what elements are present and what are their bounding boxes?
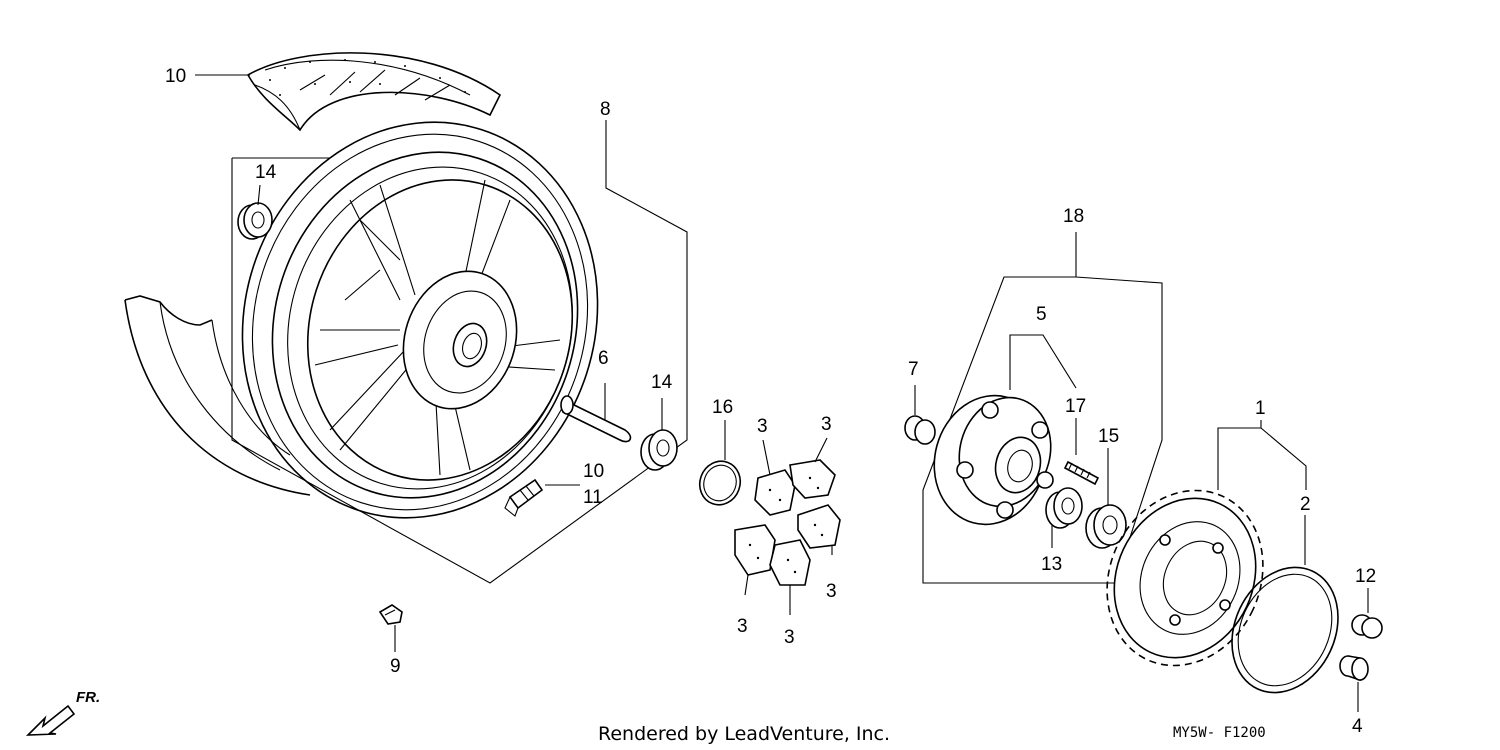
collar-7[interactable]	[904, 385, 936, 445]
bearing-13[interactable]	[1045, 487, 1083, 548]
callout-3-d[interactable]: 3	[737, 616, 748, 637]
callout-4[interactable]: 4	[1352, 716, 1363, 737]
chain-ring-2[interactable]	[1212, 515, 1358, 710]
callout-6[interactable]: 6	[598, 348, 609, 369]
bearing-14-left[interactable]	[237, 202, 273, 240]
leader-lines	[195, 74, 663, 430]
bracket-18	[922, 232, 1163, 584]
nut-12[interactable]	[1351, 588, 1383, 639]
collar-4[interactable]	[1339, 655, 1369, 712]
callout-14-left[interactable]: 14	[255, 162, 277, 183]
tire[interactable]	[246, 52, 502, 132]
callout-15[interactable]: 15	[1098, 426, 1119, 447]
bracket-8	[231, 120, 688, 584]
callout-9[interactable]: 9	[390, 656, 401, 677]
callout-5[interactable]: 5	[1036, 304, 1047, 325]
callout-1[interactable]: 1	[1255, 398, 1266, 419]
callout-16[interactable]: 16	[712, 397, 733, 418]
callout-2[interactable]: 2	[1300, 494, 1311, 515]
callout-7[interactable]: 7	[908, 359, 919, 380]
oil-seal-15[interactable]	[1085, 448, 1127, 549]
callout-3-b[interactable]: 3	[821, 414, 832, 435]
callout-8[interactable]: 8	[600, 99, 611, 120]
fr-label: FR.	[76, 689, 100, 706]
final-driven-flange[interactable]	[920, 383, 1063, 537]
callout-11[interactable]: 11	[583, 487, 603, 508]
callout-3-a[interactable]: 3	[757, 416, 768, 437]
diagram-code: MY5W- F1200	[1173, 725, 1266, 741]
air-valve[interactable]	[504, 478, 580, 517]
bearing-14-right[interactable]	[640, 429, 678, 471]
callout-18[interactable]: 18	[1063, 206, 1084, 227]
front-direction-arrow: FR.	[25, 689, 100, 736]
distance-collar-6[interactable]	[560, 383, 632, 443]
callout-12[interactable]: 12	[1355, 566, 1376, 587]
callout-10-valve[interactable]: 10	[583, 461, 604, 482]
callout-13[interactable]: 13	[1041, 554, 1062, 575]
callouts: 10 8 14 6 14 10 11 9 16 3 3 3 3 3 18 5 7…	[165, 66, 1376, 737]
callout-14-right[interactable]: 14	[651, 372, 673, 393]
bracket-1	[1217, 420, 1307, 490]
clip-9[interactable]	[378, 604, 403, 652]
bracket-5	[1009, 334, 1077, 390]
callout-3-e[interactable]: 3	[784, 627, 795, 648]
driven-sprocket[interactable]	[1079, 465, 1291, 692]
damper-rubbers-3[interactable]	[734, 437, 841, 615]
callout-10-tire[interactable]: 10	[165, 66, 186, 87]
o-ring-16[interactable]	[694, 420, 747, 511]
credit-text: Rendered by LeadVenture, Inc.	[598, 723, 890, 745]
callout-3-c[interactable]: 3	[826, 581, 837, 602]
tire-section-guard	[124, 295, 311, 496]
stud-17[interactable]	[1063, 418, 1100, 486]
tire-tread-dots	[269, 59, 466, 96]
callout-17[interactable]: 17	[1065, 396, 1086, 417]
wheel-hub	[402, 270, 518, 410]
